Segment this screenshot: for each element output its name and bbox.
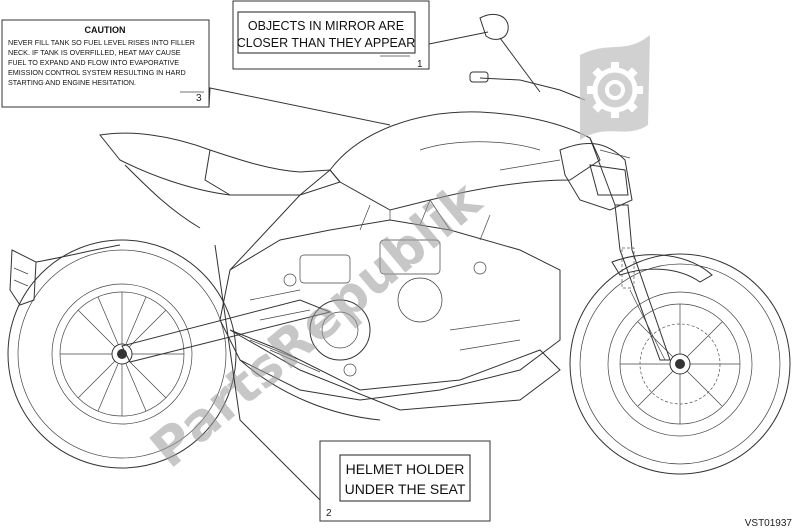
rear-wheel [7, 239, 237, 469]
mirror-line-2: CLOSER THAN THEY APPEAR [237, 36, 416, 50]
exhaust [229, 329, 561, 411]
helmet-line-2: UNDER THE SEAT [345, 481, 466, 497]
caution-line-3: FUEL TO EXPAND AND FLOW INTO EVAPORATIVE [8, 58, 179, 67]
swingarm [121, 299, 332, 363]
watermark-flag [580, 35, 650, 140]
caution-label: CAUTION NEVER FILL TANK SO FUEL LEVEL RI… [1, 19, 210, 108]
caution-heading: CAUTION [85, 25, 126, 35]
engine [219, 199, 561, 401]
caution-line-4: EMISSION CONTROL SYSTEM RESULTING IN HAR… [8, 68, 186, 77]
callout-2-leader [214, 244, 321, 501]
front-wheel [569, 253, 791, 475]
mirror-line-1: OBJECTS IN MIRROR ARE [248, 19, 404, 33]
mirror [479, 14, 509, 40]
seat [99, 132, 341, 196]
fuel-tank [329, 111, 601, 211]
callout-3: 3 [196, 93, 202, 104]
gear-icon [587, 62, 643, 118]
callout-2: 2 [326, 508, 332, 519]
caution-line-2: NECK. IF TANK IS OVERFILLED, HEAT MAY CA… [8, 48, 181, 57]
watermark-text: PartsRepublik [140, 169, 494, 480]
headlight-fairing [559, 142, 633, 211]
callout-3-leader [208, 84, 391, 126]
helmet-label: HELMET HOLDER UNDER THE SEAT [319, 440, 491, 522]
rear-fender [9, 249, 37, 306]
mirror-label: OBJECTS IN MIRROR ARE CLOSER THAN THEY A… [232, 0, 430, 70]
drawing-code: VST01937 [745, 518, 793, 529]
callout-1: 1 [417, 59, 423, 70]
front-fork [614, 204, 671, 361]
front-fender [611, 254, 713, 283]
handlebar [479, 77, 586, 101]
helmet-line-1: HELMET HOLDER [346, 461, 465, 477]
caution-line-5: STARTING AND ENGINE HESITATION. [8, 78, 136, 87]
motorcycle-drawing [7, 14, 791, 475]
caution-line-1: NEVER FILL TANK SO FUEL LEVEL RISES INTO… [8, 38, 195, 47]
callout-1-leader [428, 31, 489, 45]
